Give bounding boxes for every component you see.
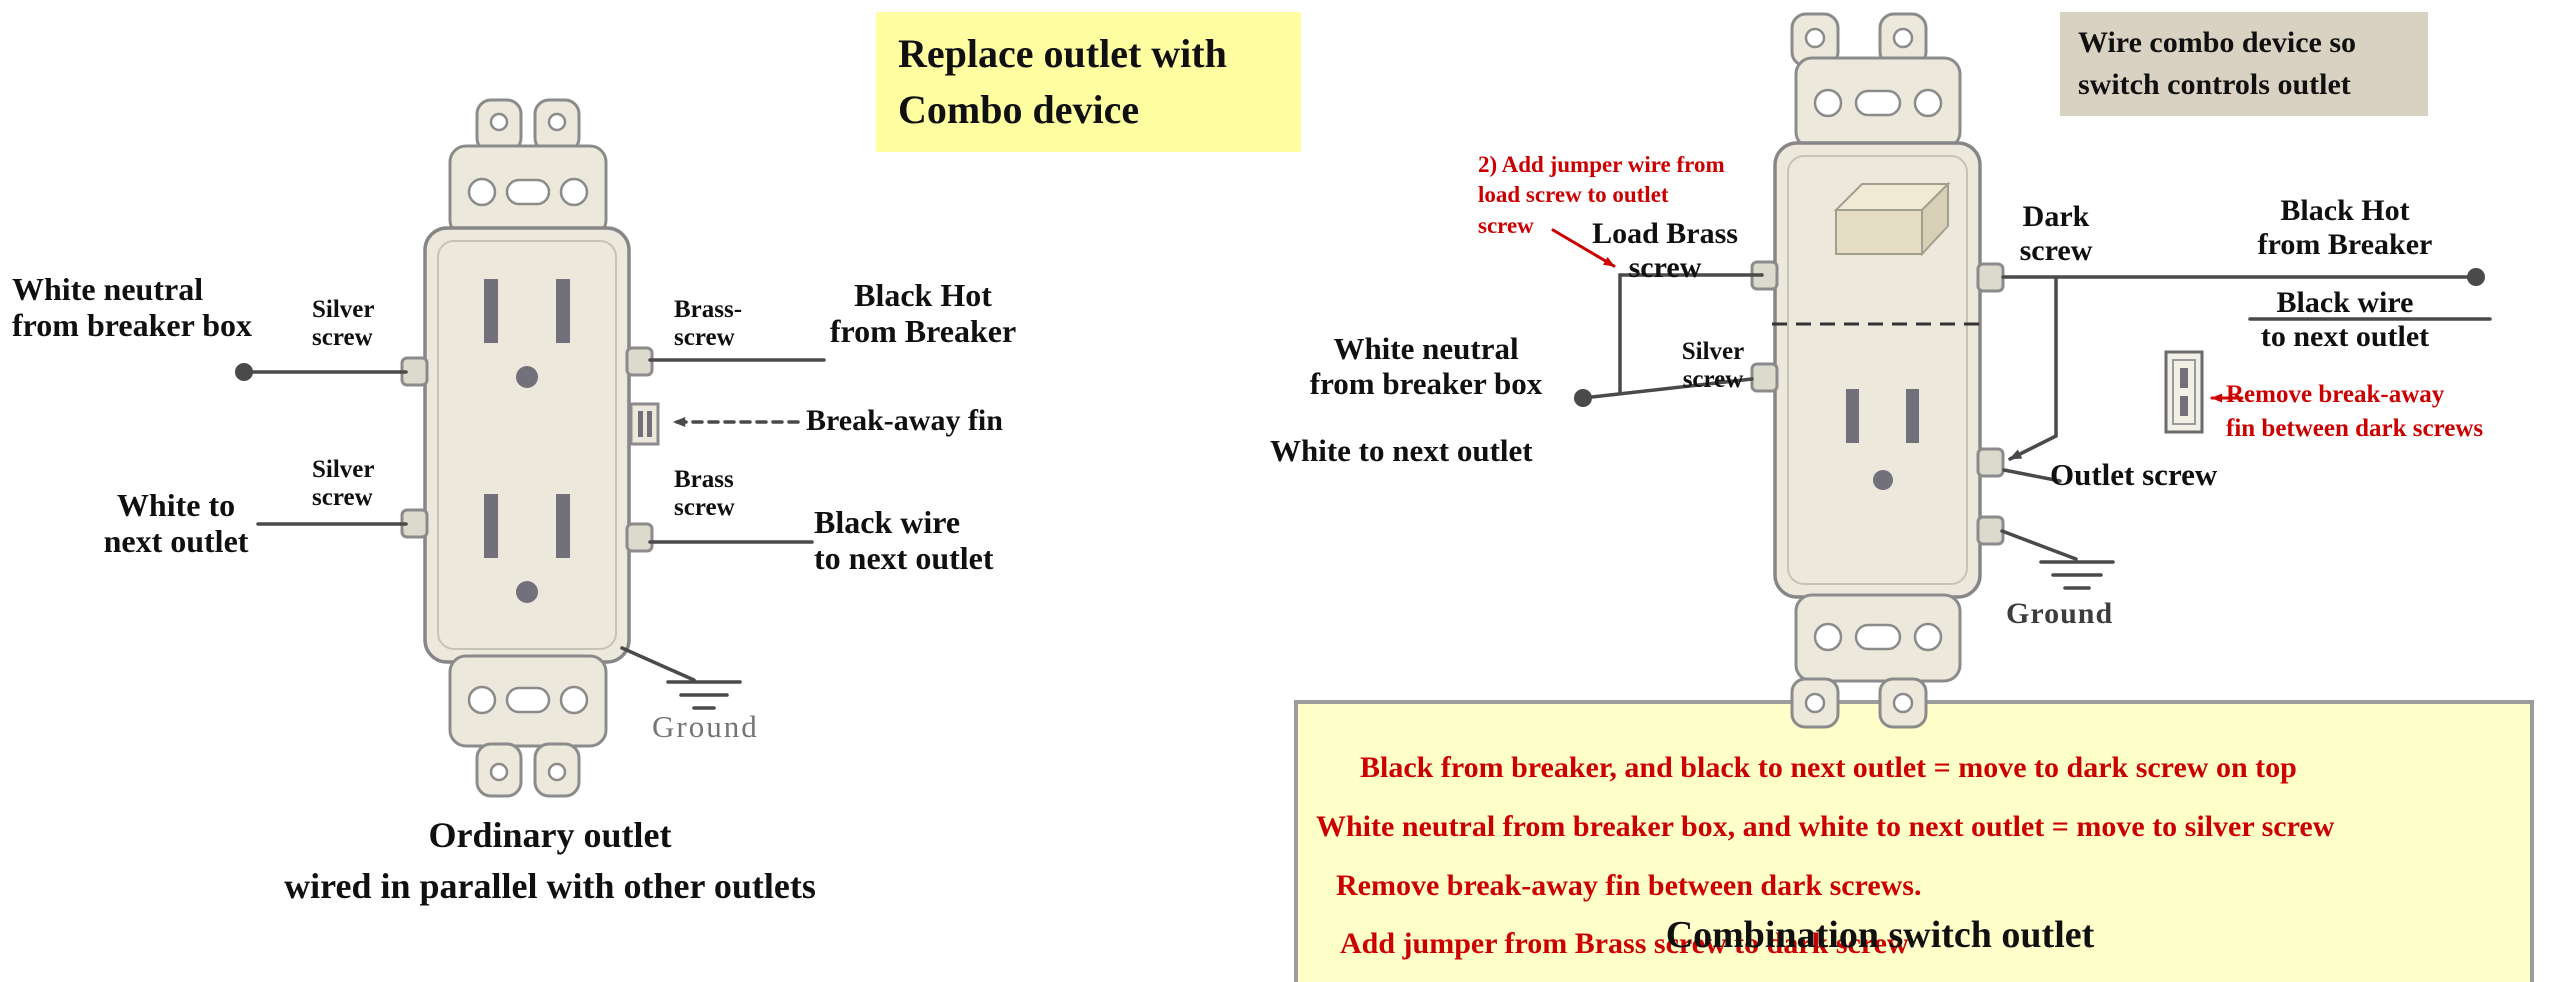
outlet-screw-label: Outlet screw	[2050, 457, 2218, 492]
upper-slot-left	[484, 279, 498, 343]
break-away-fin-label: Break-away fin	[806, 404, 1003, 437]
silver-screw-bottom-label: Silver screw	[312, 456, 375, 511]
jumper-note-label: 2) Add jumper wire from load screw to ou…	[1478, 152, 1725, 238]
instruction-line: Remove break-away fin between dark screw…	[1336, 868, 1922, 902]
lower-slot-right	[556, 494, 570, 558]
ground-wire	[620, 646, 696, 682]
outlet-ground-hole	[1873, 470, 1893, 490]
instruction-box: Black from breaker, and black to next ou…	[1294, 700, 2534, 982]
wire-end-dot	[235, 363, 253, 381]
black-hot-end-dot	[2467, 268, 2485, 286]
silver-screw-top	[400, 356, 429, 387]
dark-screw	[1976, 262, 2005, 293]
instruction-line: White neutral from breaker box, and whit…	[1316, 809, 2335, 843]
white-to-next-label: White to next outlet	[103, 487, 249, 559]
lower-slot-left	[484, 494, 498, 558]
brass-screw-top-label: Brass- screw	[674, 296, 743, 351]
combo-note-box: Wire combo device so switch controls out…	[2060, 12, 2428, 116]
left-wiring	[235, 358, 826, 710]
white-to-next-label-right: White to next outlet	[1270, 433, 1533, 468]
right-caption: Combination switch outlet	[1665, 914, 2095, 956]
brass-screw-bottom	[625, 522, 654, 553]
black-wire-next-label: Black wire to next outlet	[814, 504, 994, 576]
left-caption: Ordinary outlet wired in parallel with o…	[284, 815, 816, 907]
ground-label-right: Ground	[2006, 597, 2114, 630]
outlet-slot-right	[1906, 389, 1919, 443]
ground-wire-right	[2000, 529, 2078, 561]
black-hot-label: Black Hot from Breaker	[829, 277, 1017, 349]
fin-widget	[2164, 350, 2204, 434]
combo-device-drawing	[1750, 12, 2005, 729]
ground-screw	[1976, 515, 2005, 546]
outlet-slot-left	[1846, 389, 1859, 443]
load-brass-screw-label: Load Brass screw	[1592, 217, 1738, 284]
silver-screw-label-right: Silver screw	[1681, 338, 1745, 393]
black-hot-label-right: Black Hot from Breaker	[2257, 194, 2433, 261]
instruction-line: Black from breaker, and black to next ou…	[1360, 751, 2297, 784]
ground-label-left: Ground	[652, 709, 759, 744]
upper-slot-right	[556, 279, 570, 343]
lower-ground-hole	[516, 581, 538, 603]
brass-screw-bottom-label: Brass screw	[674, 466, 735, 521]
outlet-screw-wire	[2008, 276, 2058, 461]
outlet-screw	[1976, 447, 2005, 478]
white-neutral-label-right: White neutral from breaker box	[1309, 331, 1543, 401]
break-away-fin	[629, 402, 660, 446]
black-wire-next-label-right: Black wire to next outlet	[2260, 286, 2430, 353]
instruction-line: Add jumper from Brass screw to dark scre…	[1340, 927, 1909, 961]
remove-fin-label: Remove break-away fin between dark screw…	[2226, 381, 2484, 442]
replace-title-box: Replace outlet with Combo device	[876, 12, 1301, 152]
white-neutral-label: White neutral from breaker box	[12, 271, 252, 343]
wire-end-dot-right	[1574, 389, 1592, 407]
silver-screw-bottom	[400, 508, 429, 539]
brass-screw-top	[625, 346, 654, 377]
upper-ground-hole	[516, 366, 538, 388]
dark-screw-label: Dark screw	[2019, 200, 2093, 267]
switch-toggle	[1833, 183, 1951, 211]
ordinary-outlet-drawing	[400, 98, 660, 798]
silver-screw-top-label: Silver screw	[312, 296, 375, 351]
